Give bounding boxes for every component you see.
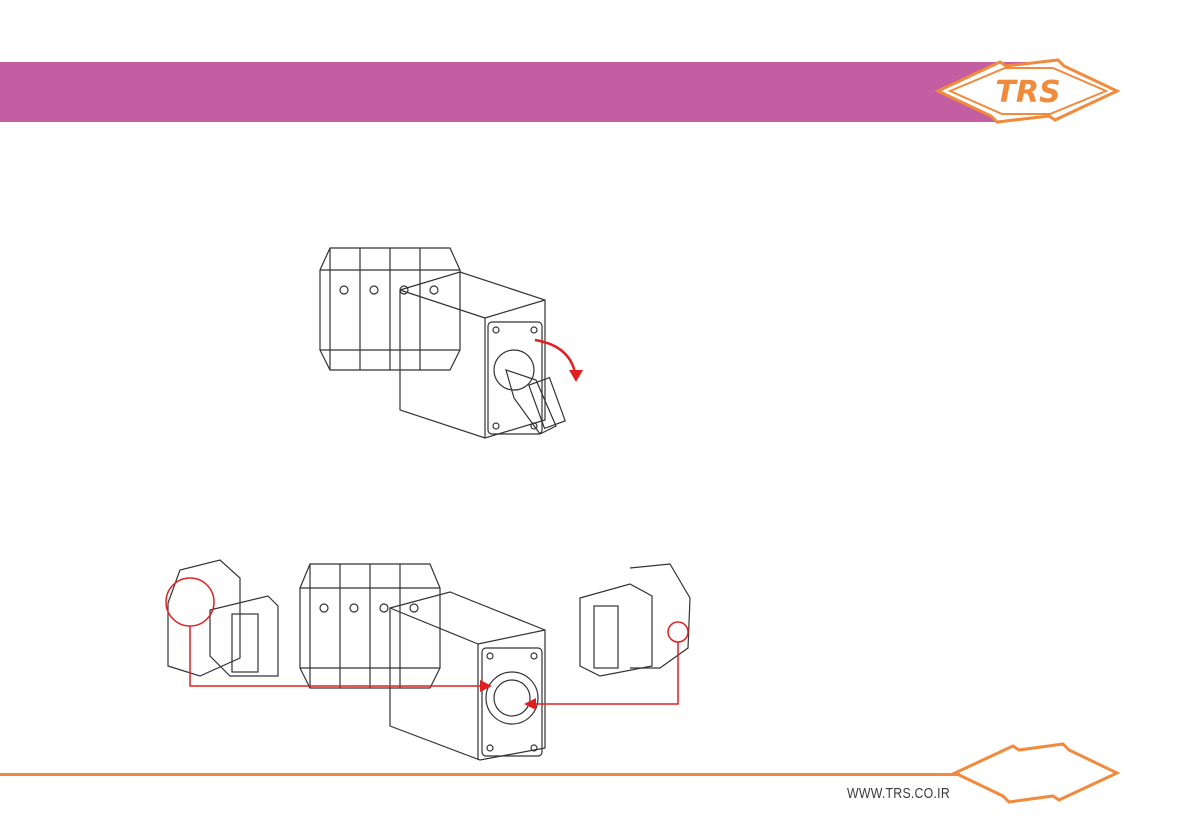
header-band bbox=[0, 62, 1010, 122]
footer-line bbox=[0, 773, 960, 776]
logo-text: TRS bbox=[995, 75, 1060, 110]
website-url: WWW.TRS.CO.IR bbox=[847, 785, 950, 802]
rotation-figure-icon bbox=[300, 230, 600, 445]
assembly-figure-icon bbox=[160, 548, 700, 763]
trs-logo-icon: TRS bbox=[930, 56, 1125, 126]
trs-footer-logo-icon bbox=[945, 740, 1125, 806]
